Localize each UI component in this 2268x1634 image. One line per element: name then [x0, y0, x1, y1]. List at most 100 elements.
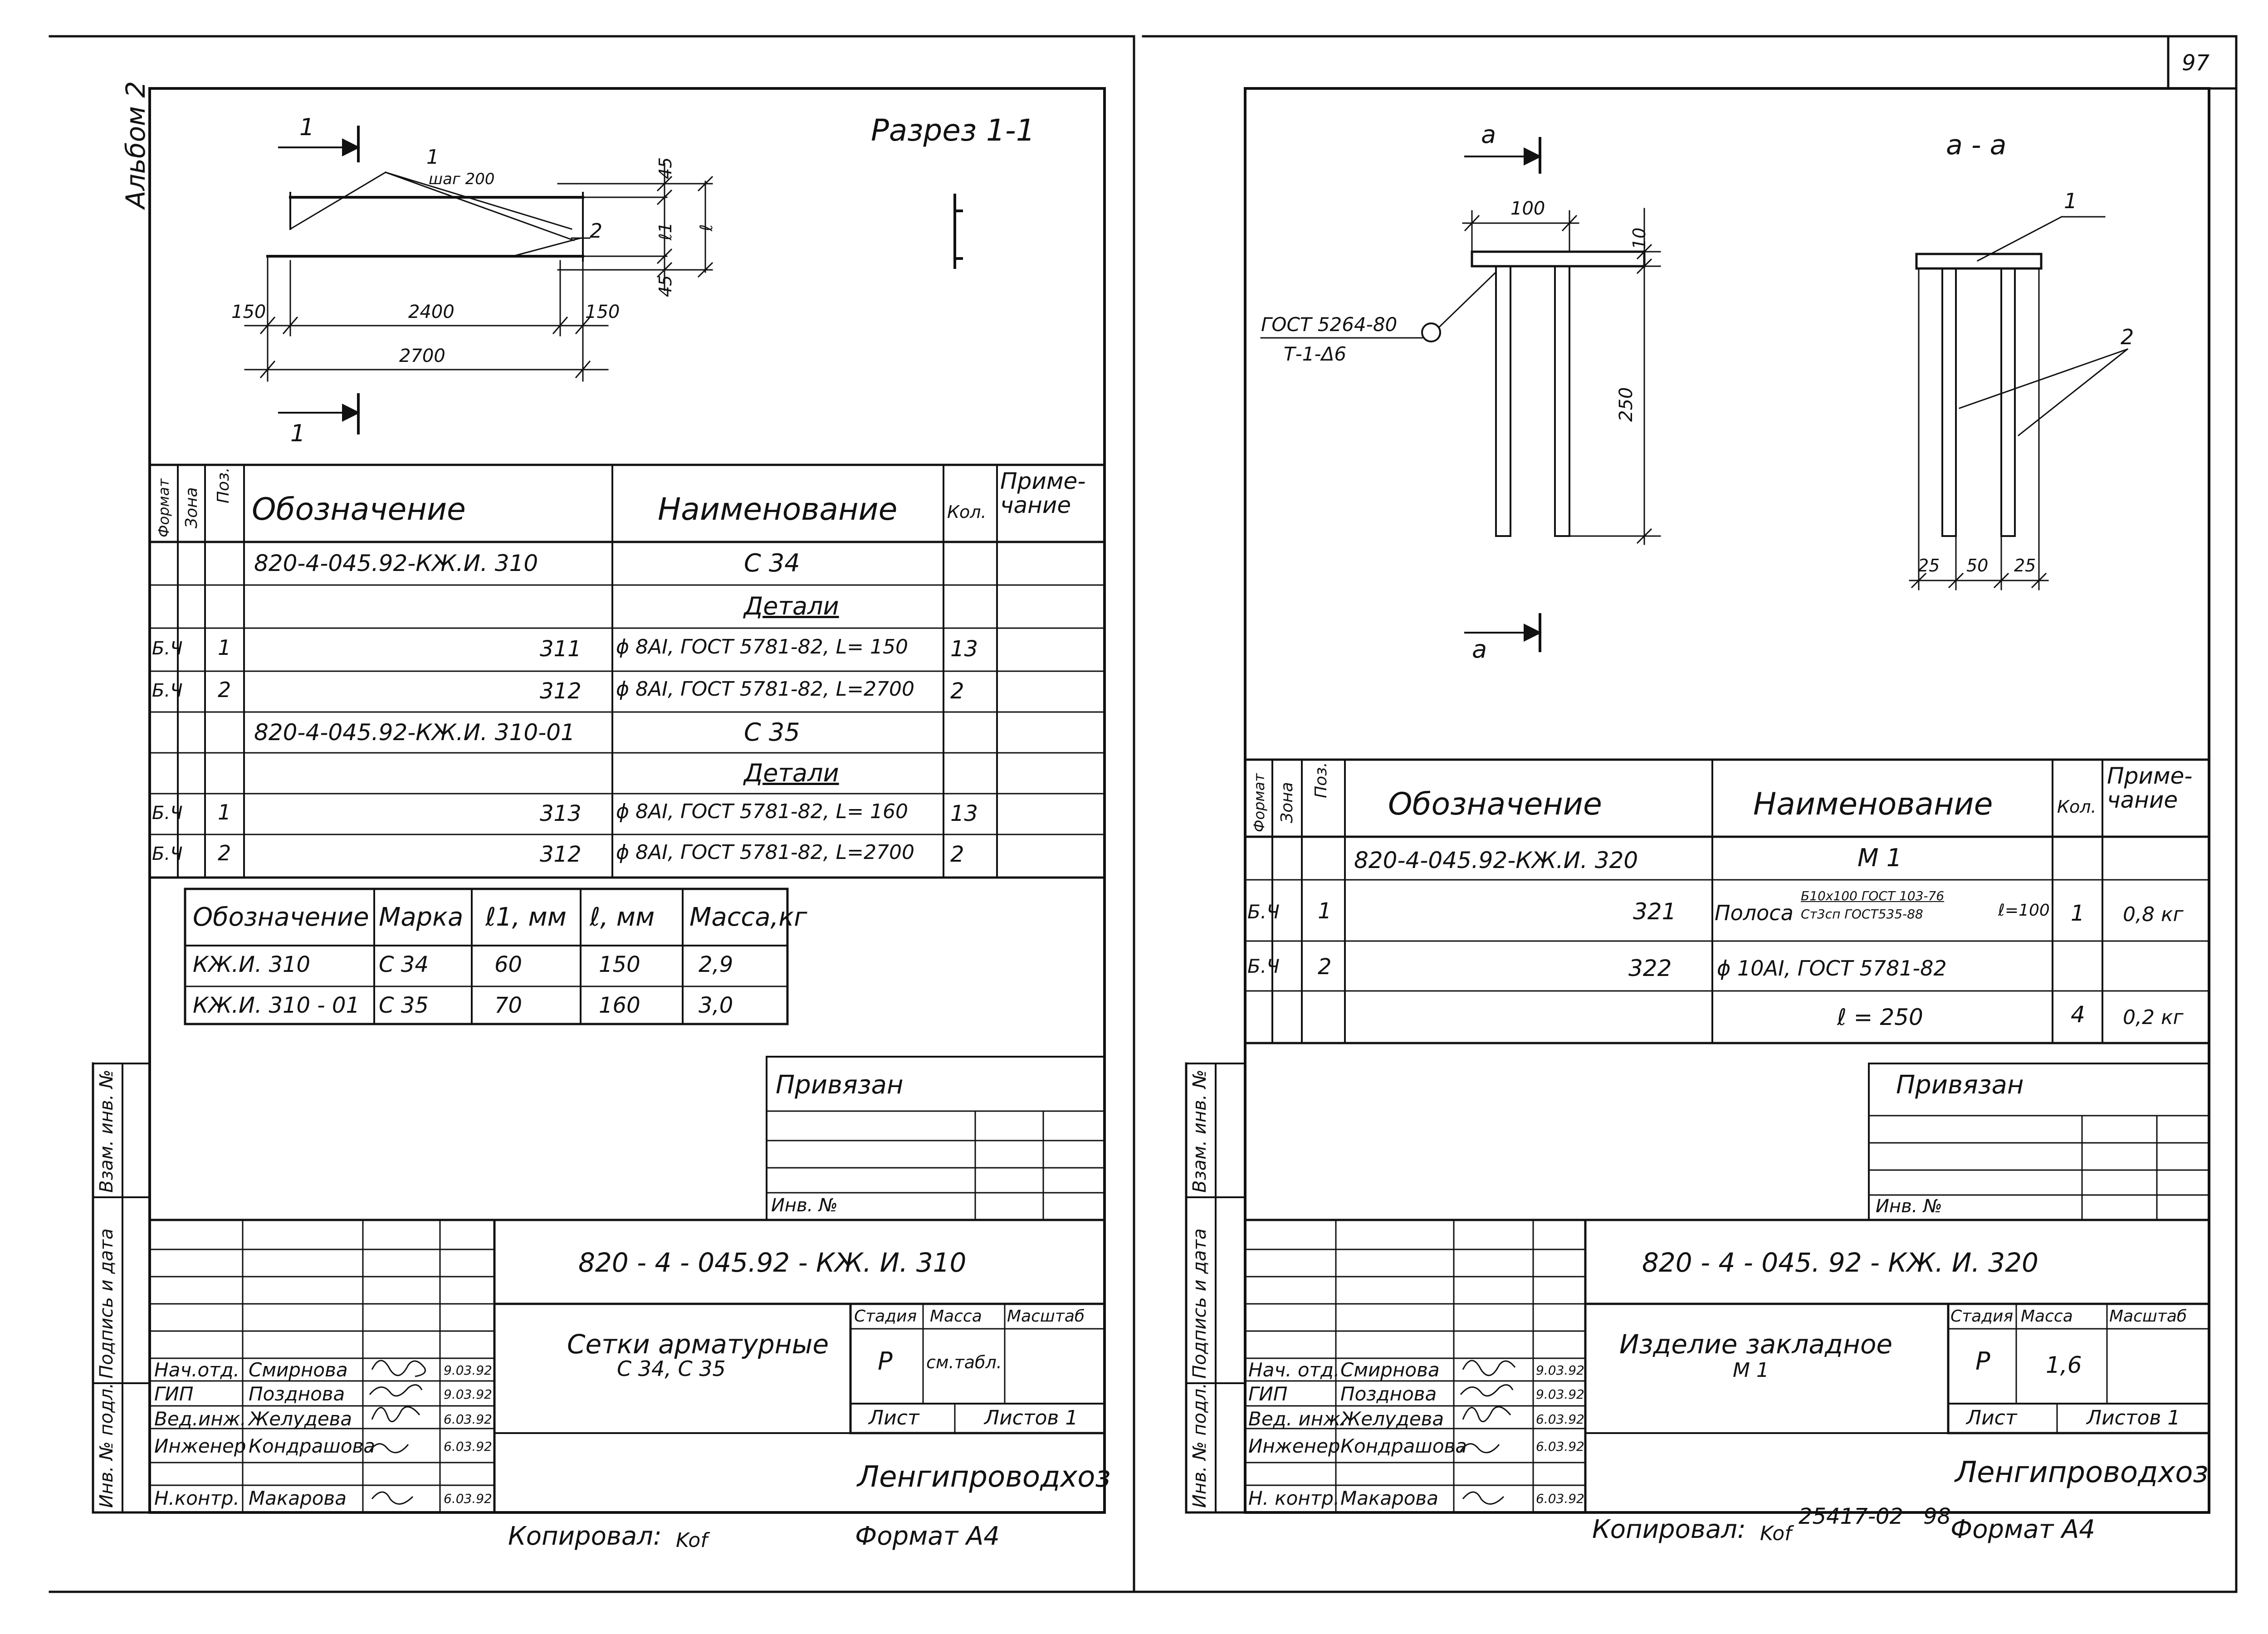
- signer-role: Нач. отд.: [1248, 1359, 1340, 1381]
- spec-designation: 820-4-045.92-КЖ.И. 310-01: [254, 719, 575, 746]
- spec-pos: 1: [1318, 898, 1332, 924]
- cut-label: 1: [290, 420, 306, 447]
- mass-value: см.табл.: [926, 1352, 1002, 1372]
- spec-designation: 312: [540, 842, 582, 867]
- spec-format: Б.Ч: [1247, 955, 1280, 977]
- inv-no-label: Инв. №: [771, 1195, 838, 1216]
- stage-value: Р: [1975, 1347, 1990, 1375]
- spec-format: Б.Ч: [152, 638, 183, 659]
- section-label: а - а: [1946, 129, 2007, 161]
- signer-role: Инженер: [1248, 1435, 1340, 1457]
- side-vzam: Взам. инв. №: [96, 1069, 117, 1193]
- spec-format: Б.Ч: [152, 844, 183, 864]
- mass-value: 1,6: [2046, 1352, 2082, 1378]
- marks-cell: 70: [494, 993, 523, 1018]
- signer-name: Смирнова: [1340, 1359, 1440, 1381]
- col-qty: Кол.: [2057, 797, 2097, 817]
- mass-header: Масса: [2021, 1307, 2073, 1326]
- side-vzam: Взам. инв. №: [1189, 1069, 1210, 1193]
- signer-name: Макарова: [249, 1487, 347, 1509]
- col-name: Наименование: [1753, 786, 1993, 822]
- cut-label: а: [1472, 635, 1487, 663]
- signer-date: 6.03.92: [1536, 1439, 1584, 1454]
- sheet-title-line2: С 34, С 35: [617, 1356, 726, 1381]
- dimension: 10: [1629, 227, 1649, 249]
- album-label: Альбом 2: [120, 81, 151, 209]
- sheet-label: Лист: [1966, 1406, 2017, 1429]
- dimension: 250: [1616, 387, 1637, 422]
- position-callout: 1: [2064, 189, 2077, 213]
- signer-date: 6.03.92: [444, 1412, 492, 1427]
- inv-no-label: Инв. №: [1876, 1196, 1942, 1217]
- col-pos: Поз.: [214, 467, 233, 503]
- step-note: шаг 200: [429, 170, 495, 188]
- organization: Ленгипроводхоз: [1955, 1456, 2209, 1489]
- position-callout: 2: [590, 219, 602, 243]
- marks-cell: 3,0: [699, 993, 733, 1018]
- position-callout: 2: [2121, 325, 2134, 349]
- col-note: Приме- чание: [2107, 763, 2193, 813]
- col-designation: Обозначение: [1388, 786, 1602, 822]
- spec-format: Б.Ч: [152, 803, 183, 824]
- signer-date: 6.03.92: [1536, 1412, 1584, 1427]
- spec-pos: 2: [218, 841, 231, 865]
- stage-value: Р: [878, 1347, 893, 1375]
- side-inv-orig: Инв. № подл.: [96, 1383, 117, 1508]
- spec-name: ϕ 8AI, ГОСТ 5781-82, L= 160: [616, 800, 908, 823]
- marks-header: Масса,кг: [689, 902, 807, 932]
- col-name: Наименование: [658, 492, 898, 527]
- spec-pos: 2: [218, 678, 231, 702]
- spec-pos: 2: [1318, 954, 1332, 980]
- signer-role: Нач.отд.: [154, 1359, 240, 1381]
- side-inv-orig: Инв. № подл.: [1189, 1383, 1210, 1508]
- scale-header: Масштаб: [1007, 1307, 1085, 1326]
- stage-header: Стадия: [854, 1307, 917, 1326]
- spec-name: М 1: [1857, 844, 1902, 872]
- marks-cell: 2,9: [699, 952, 733, 977]
- format-label: Формат А4: [855, 1522, 1000, 1551]
- spec-designation: 322: [1628, 955, 1672, 981]
- signer-date: 6.03.92: [1536, 1491, 1584, 1506]
- signer-name: Кондрашова: [249, 1435, 376, 1457]
- spec-length: ℓ=100: [1998, 901, 2050, 920]
- spec-name: ϕ 10AI, ГОСТ 5781-82: [1717, 956, 1947, 980]
- spec-pos: 1: [218, 800, 231, 824]
- col-note: Приме- чание: [1000, 468, 1086, 518]
- spec-name: ϕ 8AI, ГОСТ 5781-82, L=2700: [616, 678, 914, 701]
- spec-name: ℓ = 250: [1837, 1004, 1923, 1030]
- dimension: ℓ: [696, 224, 716, 231]
- dimension: 100: [1510, 198, 1545, 219]
- spec-designation: 321: [1633, 898, 1677, 925]
- marks-header: Марка: [379, 902, 464, 932]
- signer-name: Смирнова: [249, 1359, 348, 1381]
- spec-qty: 13: [950, 636, 978, 662]
- spec-pos: 1: [218, 635, 231, 660]
- position-callout: 1: [426, 146, 439, 169]
- privyazan-label: Привязан: [776, 1070, 904, 1100]
- cut-label: 1: [299, 114, 315, 141]
- dimension: 25: [1918, 556, 1940, 576]
- section-label: Разрез 1-1: [871, 113, 1035, 148]
- marks-cell: С 34: [379, 952, 429, 977]
- signer-name: Желудева: [1340, 1408, 1444, 1430]
- marks-header: Обозначение: [193, 902, 369, 932]
- spec-format: Б.Ч: [1247, 901, 1280, 923]
- stage-header: Стадия: [1950, 1307, 2014, 1326]
- page-number: 97: [2182, 50, 2210, 76]
- signer-role: Вед. инж.: [1248, 1408, 1347, 1430]
- signer-role: Н. контр.: [1248, 1487, 1340, 1509]
- cut-label: а: [1481, 120, 1496, 149]
- spec-name: ϕ 8AI, ГОСТ 5781-82, L=2700: [616, 841, 914, 864]
- spec-qty: 4: [2071, 1001, 2085, 1028]
- copied-label: Копировал:: [508, 1522, 662, 1551]
- sheet-label: Лист: [869, 1406, 919, 1429]
- spec-name-profile: Б10х100 ГОСТ 103-76: [1801, 888, 1945, 903]
- signer-role: ГИП: [1248, 1383, 1288, 1405]
- spec-qty: 1: [2071, 901, 2085, 926]
- spec-note: 0,8 кг: [2123, 903, 2184, 926]
- copier: Kof: [676, 1529, 708, 1552]
- dimension: 2700: [399, 346, 445, 366]
- spec-name: С 34: [744, 549, 800, 577]
- spec-name-steel: Ст3сп ГОСТ535-88: [1801, 907, 1923, 922]
- col-designation: Обозначение: [252, 492, 466, 527]
